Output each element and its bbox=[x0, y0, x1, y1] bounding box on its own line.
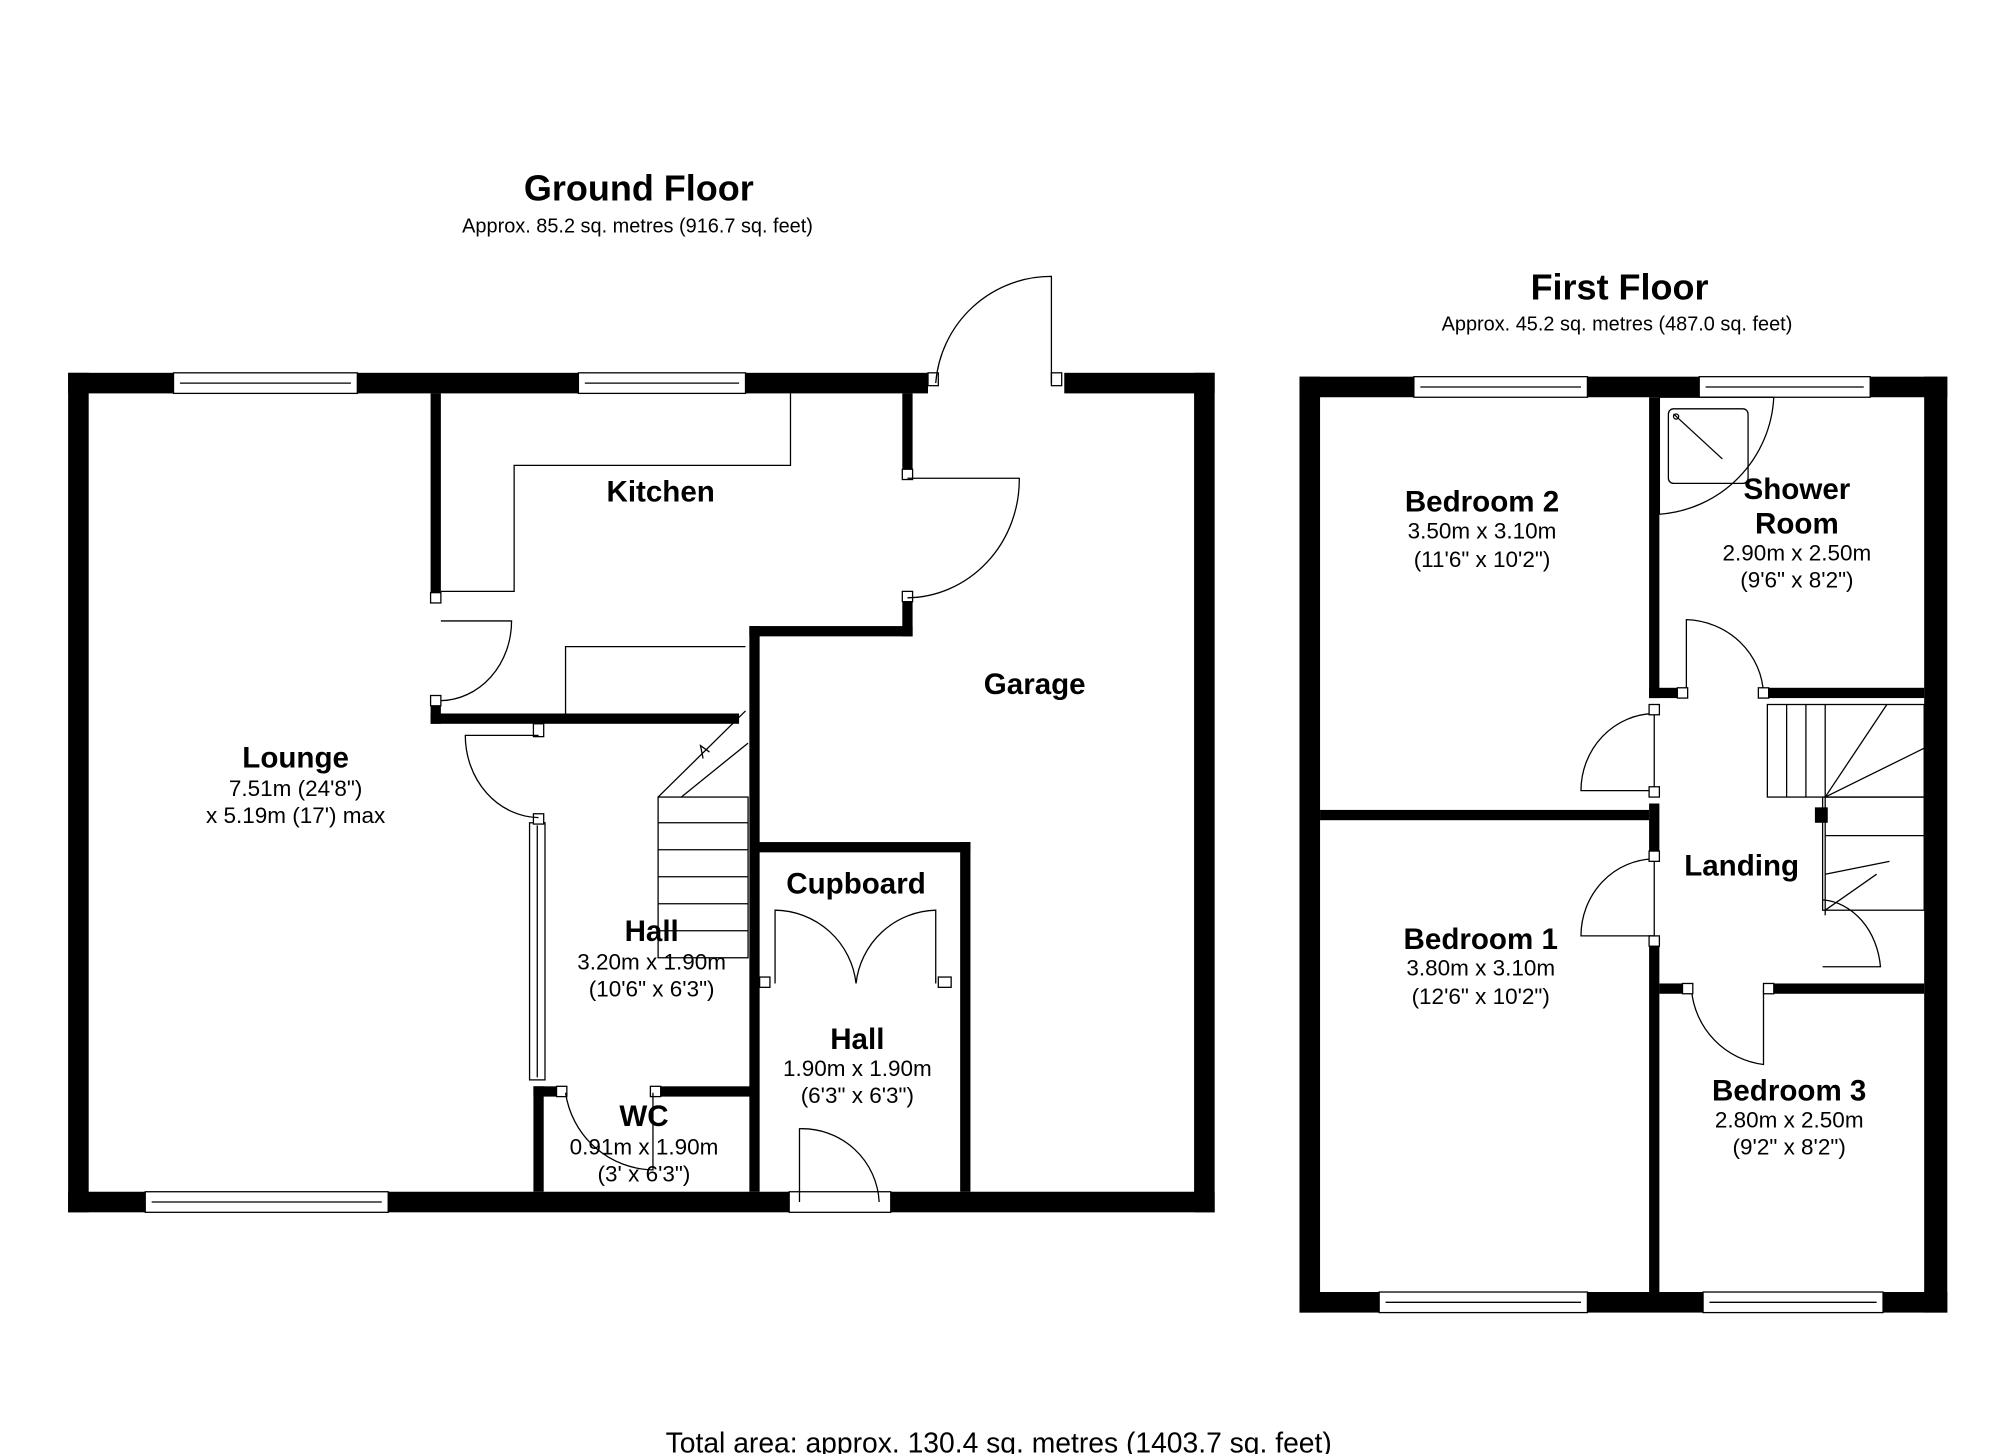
bedroom1-door-swing bbox=[1580, 858, 1655, 937]
ground-floor-fixtures bbox=[440, 393, 792, 959]
landing-label: Landing bbox=[1684, 849, 1799, 882]
ground-floor-windows bbox=[144, 372, 747, 1213]
first-floor-area: Approx. 45.2 sq. metres (487.0 sq. feet) bbox=[1442, 313, 1793, 335]
kitchen-worktop-lower bbox=[564, 646, 746, 714]
total-area: Total area: approx. 130.4 sq. metres (14… bbox=[666, 1427, 1332, 1454]
lounge-dim-imperial: x 5.19m (17') max bbox=[206, 803, 385, 828]
lounge-label: Lounge bbox=[242, 741, 349, 774]
cupboard-door-swing-landing bbox=[1822, 899, 1882, 968]
wc-dim-imperial: (3' x 6'3") bbox=[598, 1161, 691, 1186]
shower-room-label-line2: Room bbox=[1755, 508, 1839, 541]
wc-door-swing bbox=[564, 1092, 654, 1171]
kitchen-label: Kitchen bbox=[606, 475, 714, 508]
hall-dim-imperial: (10'6" x 6'3") bbox=[589, 976, 715, 1001]
shower-room-label-line1: Shower bbox=[1744, 473, 1851, 506]
ground-floor: Ground Floor Approx. 85.2 sq. metres (91… bbox=[68, 168, 1215, 1213]
ground-floor-doors bbox=[429, 275, 1063, 1213]
lounge-dim-metric: 7.51m (24'8") bbox=[229, 776, 363, 801]
bedroom2-door-swing bbox=[1580, 712, 1655, 792]
first-floor-windows bbox=[1378, 376, 1884, 1314]
first-floor-doors bbox=[1580, 618, 1882, 1066]
staircase bbox=[657, 710, 749, 959]
bedroom3-label: Bedroom 3 bbox=[1712, 1074, 1866, 1107]
hall-label: Hall bbox=[625, 915, 679, 948]
hall2-dim-metric: 1.90m x 1.90m bbox=[783, 1056, 932, 1081]
bedroom3-dim-metric: 2.80m x 2.50m bbox=[1715, 1107, 1864, 1132]
bedroom1-label: Bedroom 1 bbox=[1404, 923, 1558, 956]
cupboard-door-swing bbox=[774, 909, 937, 984]
ground-floor-title: Ground Floor bbox=[524, 168, 754, 209]
cupboard-label: Cupboard bbox=[786, 867, 926, 900]
wc-dim-metric: 0.91m x 1.90m bbox=[570, 1134, 719, 1159]
wc-label: WC bbox=[619, 1100, 668, 1133]
bedroom2-dim-imperial: (11'6" x 10'2") bbox=[1414, 547, 1551, 572]
bedroom3-dim-imperial: (9'2" x 8'2") bbox=[1733, 1134, 1846, 1159]
first-floor: First Floor Approx. 45.2 sq. metres (487… bbox=[1299, 267, 1948, 1314]
kitchen-worktop bbox=[440, 393, 792, 593]
first-floor-walls bbox=[1299, 376, 1948, 1313]
front-door-swing bbox=[798, 1128, 880, 1203]
hall2-label: Hall bbox=[830, 1023, 884, 1056]
first-floor-labels: Bedroom 2 3.50m x 3.10m (11'6" x 10'2") … bbox=[1404, 473, 1872, 1160]
ground-floor-area: Approx. 85.2 sq. metres (916.7 sq. feet) bbox=[462, 216, 813, 238]
first-floor-title: First Floor bbox=[1531, 267, 1709, 308]
hall2-dim-imperial: (6'3" x 6'3") bbox=[801, 1083, 914, 1108]
hall-dim-metric: 3.20m x 1.90m bbox=[577, 949, 726, 974]
kitchen-garage-door-swing bbox=[907, 477, 1020, 599]
shower-room-dim-imperial: (9'6" x 8'2") bbox=[1740, 568, 1853, 593]
bedroom1-dim-imperial: (12'6" x 10'2") bbox=[1412, 984, 1550, 1009]
hall-lounge-door-swing bbox=[464, 734, 539, 819]
staircase-first-floor bbox=[1766, 703, 1925, 916]
shower-room-dim-metric: 2.90m x 2.50m bbox=[1723, 541, 1872, 566]
first-floor-fixtures bbox=[1658, 396, 1925, 916]
kitchen-lounge-door-swing bbox=[440, 620, 513, 702]
shower-tray bbox=[1658, 396, 1775, 515]
garage-door-swing bbox=[935, 275, 1053, 384]
bedroom1-dim-metric: 3.80m x 3.10m bbox=[1406, 956, 1555, 981]
bedroom2-label: Bedroom 2 bbox=[1405, 486, 1559, 519]
bedroom2-dim-metric: 3.50m x 3.10m bbox=[1408, 519, 1557, 544]
front-door bbox=[788, 1191, 892, 1213]
bedroom3-door-swing bbox=[1690, 989, 1765, 1066]
ground-floor-labels: Kitchen Lounge 7.51m (24'8") x 5.19m (17… bbox=[206, 475, 1086, 1186]
garage-label: Garage bbox=[984, 668, 1086, 701]
shower-room-door-swing bbox=[1685, 618, 1765, 695]
